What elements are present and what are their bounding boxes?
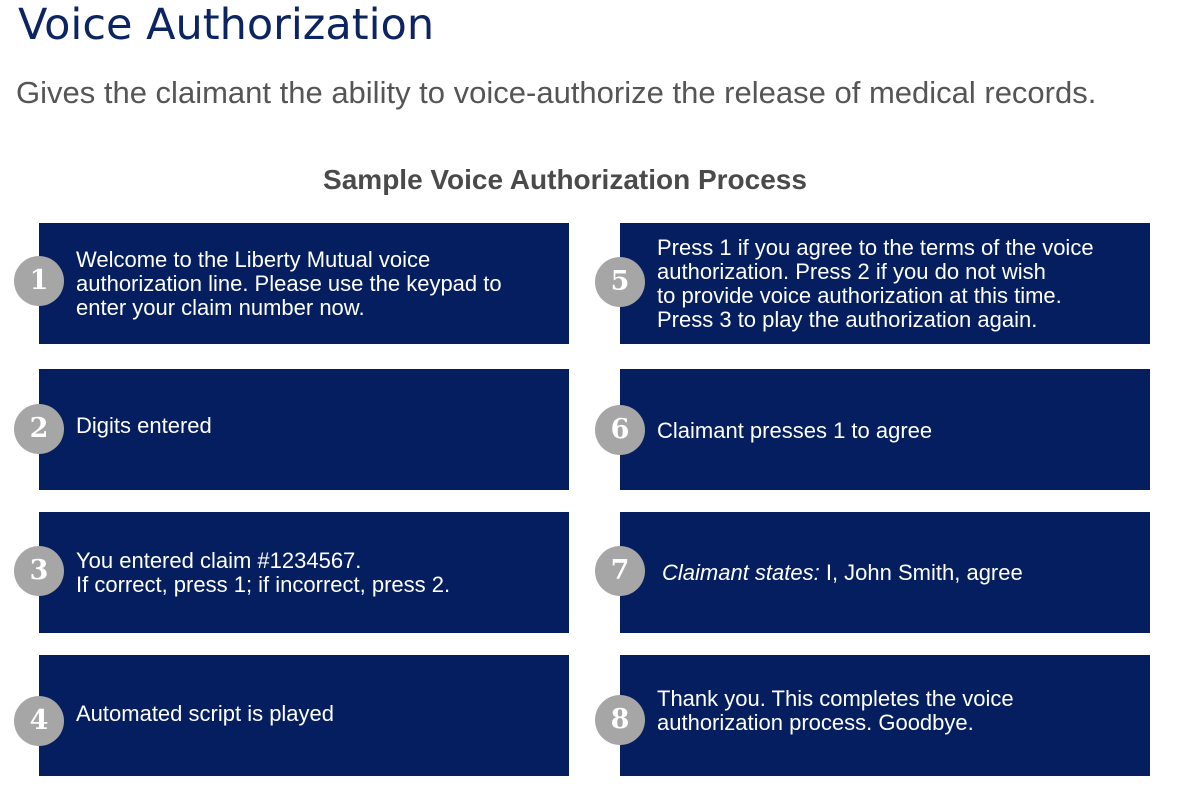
step-7-statement: I, John Smith, agree [819,559,1023,585]
step-text-3: You entered claim #1234567. If correct, … [39,547,464,597]
step-5-line-2: authorization. Press 2 if you do not wis… [657,258,1046,284]
step-text-1: Welcome to the Liberty Mutual voice auth… [39,246,516,320]
step-badge-2: 2 [14,404,64,454]
step-text-8: Thank you. This completes the voice auth… [620,685,1028,735]
step-1-line-2: authorization line. Please use the keypa… [76,270,502,296]
step-box-6: Claimant presses 1 to agree [620,369,1150,490]
step-7-prefix: Claimant states: [662,559,820,585]
step-3-line-2: If correct, press 1; if incorrect, press… [76,571,451,597]
step-6-line-1: Claimant presses 1 to agree [657,417,933,443]
step-box-1: Welcome to the Liberty Mutual voice auth… [39,223,569,344]
step-8-line-1: Thank you. This completes the voice [657,685,1014,711]
step-badge-6: 6 [595,405,645,455]
page-title: Voice Authorization [18,0,435,50]
process-title: Sample Voice Authorization Process [323,164,807,195]
step-box-3: You entered claim #1234567. If correct, … [39,512,569,633]
step-badge-8: 8 [595,695,645,745]
step-5-line-4: Press 3 to play the authorization again. [657,306,1038,332]
step-box-5: Press 1 if you agree to the terms of the… [620,223,1150,344]
step-badge-4: 4 [14,696,64,746]
step-5-line-1: Press 1 if you agree to the terms of the… [657,234,1094,260]
step-3-line-1: You entered claim #1234567. [76,547,362,573]
step-1-line-3: enter your claim number now. [76,294,365,320]
step-text-4: Automated script is played [39,700,348,726]
step-5-line-3: to provide voice authorization at this t… [657,282,1062,308]
step-4-line-1: Automated script is played [76,700,335,726]
step-badge-1: 1 [14,256,64,306]
step-text-7: Claimant states: I, John Smith, agree [620,559,1037,585]
step-box-8: Thank you. This completes the voice auth… [620,655,1150,776]
step-2-line-1: Digits entered [76,412,212,438]
step-text-5: Press 1 if you agree to the terms of the… [620,234,1108,332]
step-1-line-1: Welcome to the Liberty Mutual voice [76,246,431,272]
step-badge-7: 7 [595,546,645,596]
step-box-2: Digits entered [39,369,569,490]
step-7-line-1: Claimant states: I, John Smith, agree [662,559,1023,585]
page-subtitle: Gives the claimant the ability to voice-… [16,75,1097,110]
step-box-4: Automated script is played [39,655,569,776]
step-text-2: Digits entered [39,412,226,438]
step-text-6: Claimant presses 1 to agree [620,417,946,443]
step-8-line-2: authorization process. Goodbye. [657,709,974,735]
step-badge-3: 3 [14,546,64,596]
step-box-7: Claimant states: I, John Smith, agree [620,512,1150,633]
step-badge-5: 5 [595,257,645,307]
